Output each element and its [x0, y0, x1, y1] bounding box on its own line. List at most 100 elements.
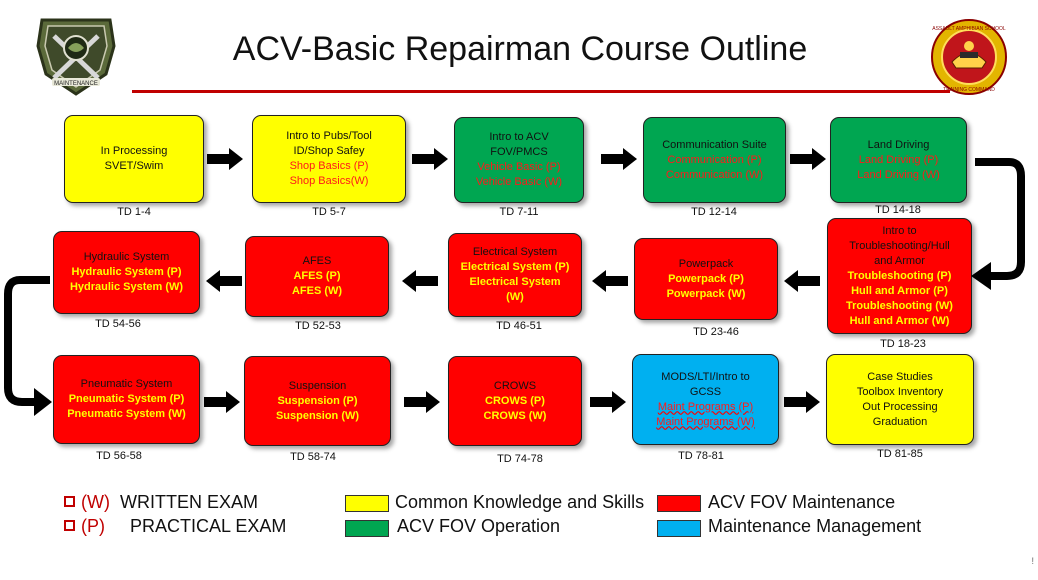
box-line: Intro to Pubs/Tool [286, 130, 372, 142]
box-line: CROWS [493, 379, 537, 392]
arrow-right-icon [204, 391, 240, 413]
box-line: Hull and Armor (W) [849, 314, 950, 327]
td-label: TD 58-74 [290, 451, 336, 463]
box-line: Case Studies [867, 370, 933, 383]
box-line: Maint Programs (P) [657, 400, 754, 413]
svg-text:ASSAULT AMPHIBIAN SCHOOL: ASSAULT AMPHIBIAN SCHOOL [932, 26, 1006, 32]
box-line: Vehicle Basic (P) [477, 161, 561, 173]
arrow-right-icon [790, 148, 826, 170]
box-line: Electrical System [472, 246, 558, 258]
arrow-left-icon [592, 270, 628, 292]
box-line: Graduation [872, 415, 928, 428]
page-title: ACV-Basic Repairman Course Outline [232, 30, 808, 68]
td-label: TD 7-11 [499, 206, 539, 218]
maintenance-crest-icon: MAINTENANCE [30, 12, 122, 101]
td-label: TD 23-46 [693, 326, 739, 338]
box-line: Pneumatic System (P) [68, 393, 185, 405]
box-line: Communication Suite [662, 138, 767, 151]
legend-written-label: WRITTEN EXAM [120, 492, 258, 512]
box-line: Powerpack [678, 257, 734, 270]
box-line: Land Driving (W) [857, 168, 940, 181]
checkbox-icon [64, 495, 75, 507]
box-line: Pneumatic System (W) [67, 408, 186, 420]
box-line: CROWS (W) [483, 409, 547, 422]
box-line: Land Driving [867, 138, 930, 151]
box-line: Communication (P) [667, 153, 762, 166]
box-line: AFES [302, 255, 332, 267]
curved-arrow-down-left-icon [4, 276, 52, 416]
td-label: TD 78-81 [678, 450, 724, 462]
box-line: Intro to ACV [489, 131, 549, 143]
td-label: TD 46-51 [496, 320, 542, 332]
svg-text:MAINTENANCE: MAINTENANCE [54, 81, 98, 87]
box-line: FOV/PMCS [490, 146, 548, 158]
td-label: TD 54-56 [95, 318, 141, 330]
box-line: Troubleshooting (P) [847, 269, 952, 282]
td-label: TD 14-18 [875, 204, 921, 216]
box-line: Suspension [288, 379, 347, 392]
legend-practical-label: PRACTICAL EXAM [130, 516, 287, 536]
box-line: ID/Shop Safey [293, 145, 365, 157]
box-line: Pneumatic System [80, 378, 173, 390]
box-line: Land Driving (P) [858, 153, 939, 166]
box-line: Electrical System [469, 276, 561, 288]
arrow-left-icon [784, 270, 820, 292]
td-label: TD 74-78 [497, 453, 543, 465]
box-line: CROWS (P) [485, 394, 545, 407]
box-line: Shop Basics(W) [289, 175, 369, 187]
box-line: Out Processing [862, 400, 938, 413]
page-mark: ! [1031, 556, 1034, 566]
box-line: Communication (W) [665, 168, 764, 181]
box-line: (W) [506, 291, 524, 303]
box-line: Troubleshooting (W) [846, 299, 953, 312]
box-crows: CROWS CROWS (P) CROWS (W) [448, 356, 582, 446]
arrow-left-icon [206, 270, 242, 292]
legend-common: Common Knowledge and Skills [395, 492, 645, 512]
arrow-right-icon [601, 148, 637, 170]
box-line: Shop Basics (P) [289, 160, 369, 172]
box-line: Hydraulic System (P) [71, 266, 182, 278]
box-line: Toolbox Inventory [856, 385, 944, 398]
arrow-right-icon [412, 148, 448, 170]
box-line: Intro to [882, 224, 917, 237]
td-label: TD 12-14 [691, 206, 737, 218]
assault-amphibian-seal-icon: ASSAULT AMPHIBIAN SCHOOL TRAINING COMMAN… [930, 18, 1008, 101]
td-label: TD 52-53 [295, 320, 341, 332]
legend-practical-key: (P) [81, 516, 105, 536]
box-line: GCSS [689, 385, 722, 398]
td-label: TD 18-23 [880, 338, 926, 350]
arrow-left-icon [402, 270, 438, 292]
legend-swatch-management [657, 520, 701, 537]
box-line: Powerpack (P) [668, 272, 744, 285]
legend-swatch-operation [345, 520, 389, 537]
box-line: Maint Programs (W) [656, 415, 755, 428]
legend-management: Maintenance Management [708, 516, 922, 536]
legend-maintenance: ACV FOV Maintenance [708, 492, 896, 512]
box-line: Troubleshooting/Hull [849, 239, 950, 252]
box-line: In Processing [100, 145, 168, 157]
box-line: Suspension (W) [275, 409, 360, 422]
box-line: Electrical System (P) [460, 261, 570, 273]
arrow-right-icon [207, 148, 243, 170]
legend-swatch-maintenance [657, 495, 701, 512]
box-line: SVET/Swim [104, 160, 164, 172]
curved-arrow-down-right-icon [971, 158, 1025, 290]
box-line: Powerpack (W) [666, 287, 746, 300]
legend-practical: (P) PRACTICAL EXAM [64, 516, 286, 537]
legend-swatch-common [345, 495, 389, 512]
checkbox-icon [64, 519, 75, 531]
box-line: AFES (P) [293, 270, 341, 282]
